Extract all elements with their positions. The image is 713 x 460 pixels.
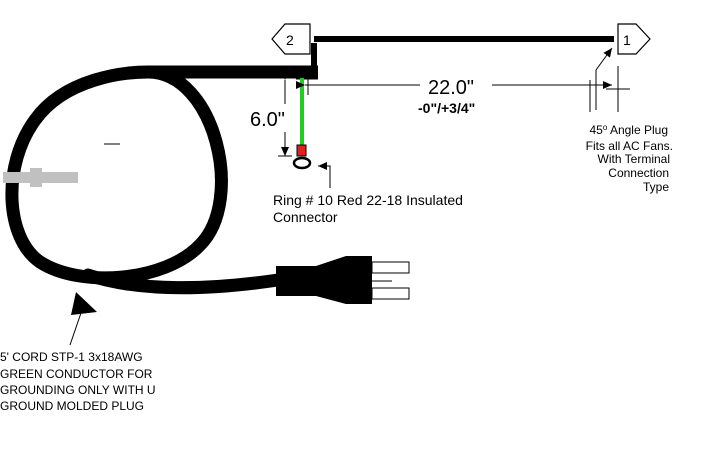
cord-tail (81, 268, 285, 295)
plug-note-line1: Angle Plug (610, 123, 668, 137)
length-tolerance: -0"/+3/4" (418, 100, 475, 116)
plug-note-line2: Fits all AC Fans. (586, 139, 673, 153)
ring-terminal-barrel (296, 144, 307, 157)
cord-note-arrowhead (71, 292, 97, 315)
svg-text:45o Angle Plug: 45o Angle Plug (589, 123, 668, 138)
callout-end-2: 2 (271, 23, 311, 55)
cord-note-line1: 5' CORD STP-1 3x18AWG (0, 350, 143, 364)
length-dimension: 22.0" (428, 77, 474, 99)
ground-wire (290, 77, 304, 146)
cord-coil (5, 65, 318, 285)
angle-plug-icon: 1 (617, 23, 651, 55)
fan-cable (296, 36, 614, 80)
cord-note-line3: GROUNDING ONLY WITH U (0, 383, 156, 397)
plug-body (276, 256, 372, 304)
plug-degree-sign: o (603, 123, 608, 132)
ring-note-line1: Ring # 10 Red 22-18 Insulated (273, 192, 463, 208)
plug-prong-top (371, 261, 410, 274)
plug-prong-bottom (371, 287, 410, 300)
cord-note-line2: GREEN CONDUCTOR FOR (0, 367, 153, 381)
ring-note-line2: Connector (273, 209, 338, 225)
angle-plug-leader (595, 47, 613, 110)
insulation-collar (30, 168, 42, 187)
molded-plug-icon (276, 256, 410, 304)
callout-end-2-label: 2 (286, 32, 294, 48)
ring-note: Ring # 10 Red 22-18 Insulated Connector (273, 162, 463, 225)
plug-note-line4: Connection (608, 166, 669, 180)
ground-lead-dimension: 6.0" (250, 109, 285, 131)
plug-degree: 45 (589, 123, 603, 137)
callout-end-1-label: 1 (623, 32, 631, 48)
coiled-cord-icon (3, 65, 318, 295)
angle-plug-note: 45o Angle Plug Fits all AC Fans. With Te… (586, 123, 673, 195)
dimension-ground-lead: 6.0" (250, 71, 292, 157)
ring-terminal-icon (292, 144, 312, 170)
dimension-length: 22.0" -0"/+3/4" (296, 66, 630, 116)
plug-note-line3: With Terminal (598, 152, 670, 166)
cord-note-line4: GROUND MOLDED PLUG (0, 399, 144, 413)
ring-terminal-ring (292, 156, 312, 170)
plug-note-line5: Type (643, 180, 669, 194)
cord-note: 5' CORD STP-1 3x18AWG GREEN CONDUCTOR FO… (0, 292, 156, 413)
